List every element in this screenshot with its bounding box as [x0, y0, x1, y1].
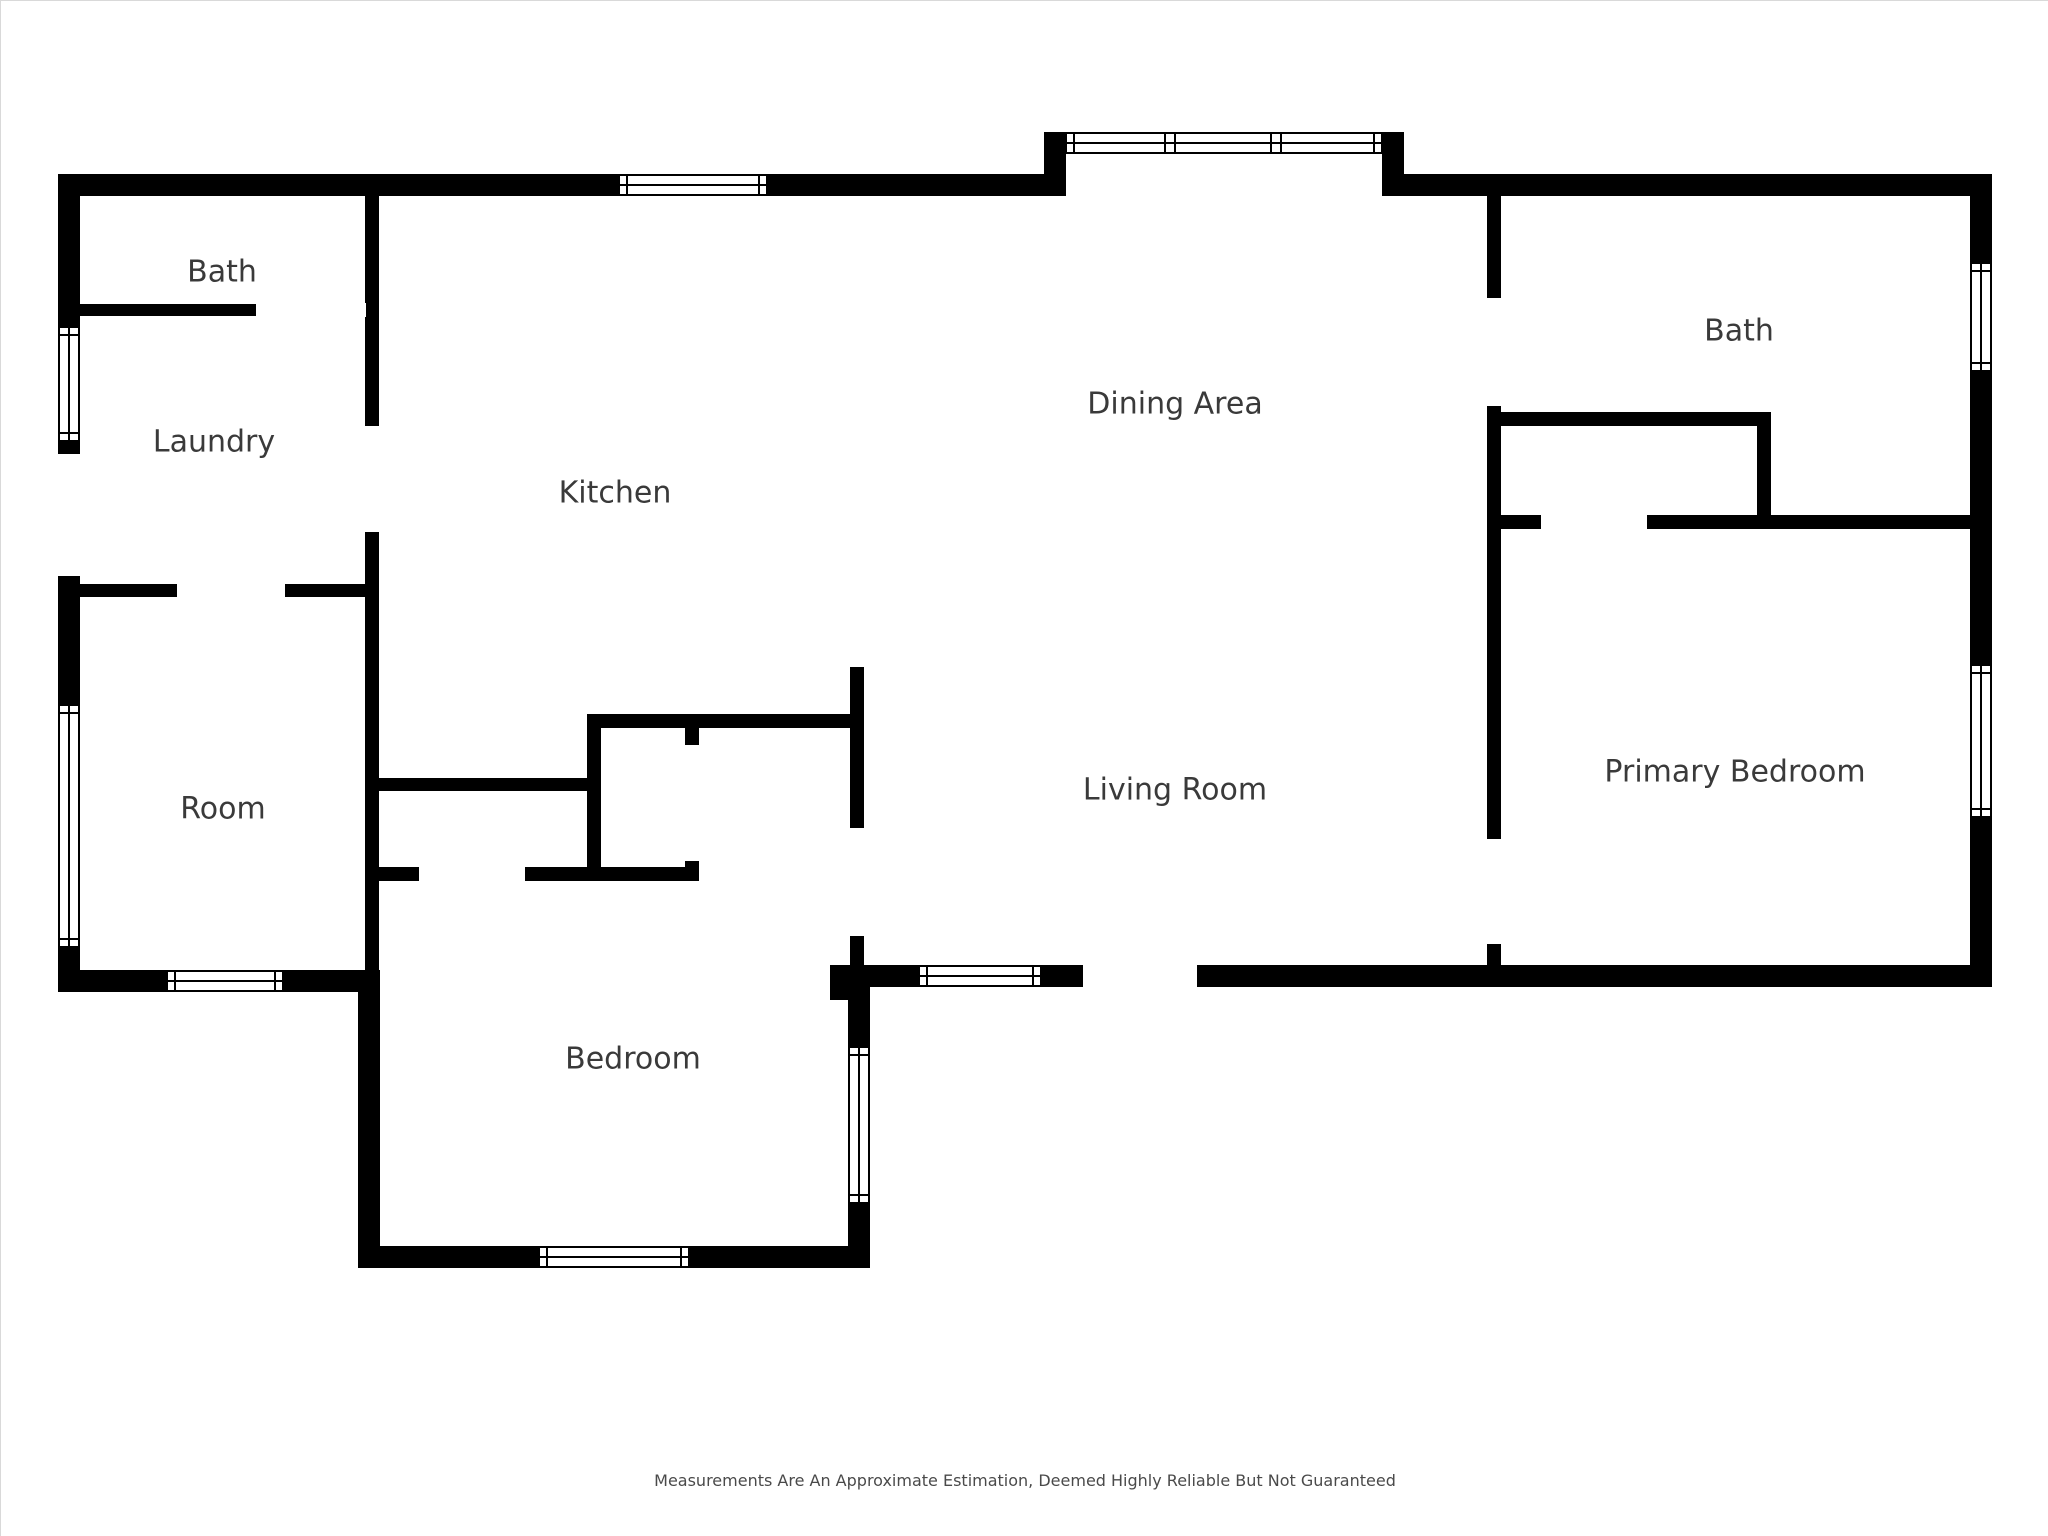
wall-bath-closet-top — [1501, 412, 1771, 426]
room-labels: Bath Laundry Room Kitchen Dining Area Li… — [153, 255, 1866, 1077]
wall-closet-upper — [587, 714, 857, 728]
label-laundry: Laundry — [153, 425, 275, 460]
window-bedroom-bottom — [538, 1246, 690, 1268]
door-dining-bath — [1486, 298, 1502, 406]
wall-closet-left — [587, 714, 601, 877]
bay-opening — [1066, 154, 1382, 196]
window-room-left — [58, 704, 80, 948]
window-primary-right — [1970, 664, 1992, 818]
window-bay — [1065, 132, 1383, 154]
wall-top-left — [58, 174, 1063, 196]
window-room-bottom — [166, 970, 284, 992]
wall-bath-closet-side — [1757, 412, 1771, 520]
wall-bedroom-living — [850, 667, 864, 987]
door-hall-bedroom — [419, 866, 525, 882]
door-closet-bedroom — [1541, 514, 1647, 530]
door-openings — [57, 154, 1647, 988]
label-dining-area: Dining Area — [1087, 387, 1262, 422]
label-bath-small: Bath — [187, 255, 257, 290]
label-living-room: Living Room — [1083, 773, 1267, 808]
label-kitchen: Kitchen — [559, 476, 672, 511]
wall-closet-top — [379, 778, 591, 791]
label-room: Room — [180, 792, 265, 827]
label-primary-bedroom: Primary Bedroom — [1604, 755, 1865, 790]
wall-wing-kitchen — [365, 196, 379, 970]
measurement-disclaimer: Measurements Are An Approximate Estimati… — [654, 1471, 1396, 1490]
label-bath-primary: Bath — [1704, 314, 1774, 349]
door-laundry-exterior — [57, 454, 81, 576]
windows — [58, 132, 1992, 1268]
door-laundry-room — [177, 583, 285, 598]
door-living-primary — [1486, 839, 1502, 944]
door-bedroom-living — [849, 828, 865, 936]
door-closet-inner — [684, 745, 700, 861]
window-kitchen — [618, 174, 768, 196]
window-bath-right — [1970, 262, 1992, 372]
window-living — [918, 965, 1042, 987]
window-laundry — [58, 326, 80, 442]
wall-top-right — [1382, 174, 1992, 196]
door-front — [1083, 964, 1197, 988]
walls — [58, 132, 1992, 1268]
window-bedroom-right — [848, 1046, 870, 1204]
door-bath-laundry — [256, 303, 366, 317]
label-bedroom: Bedroom — [565, 1042, 701, 1077]
door-laundry-kitchen — [364, 426, 380, 532]
wall-bedroom-left — [358, 970, 380, 1268]
